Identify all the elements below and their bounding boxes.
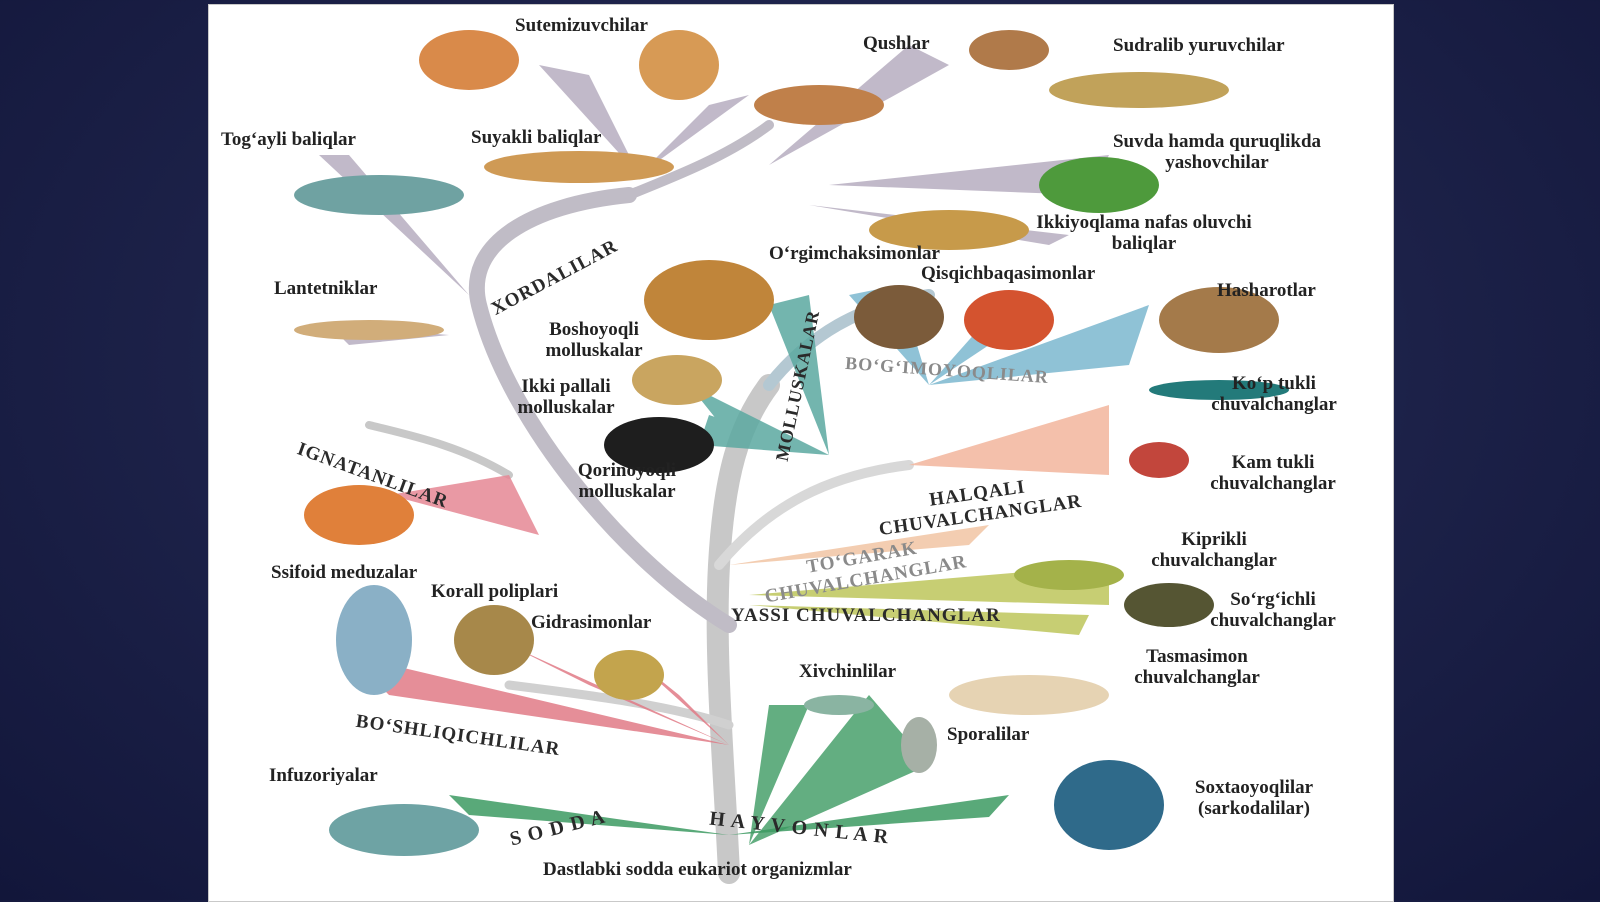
frog-image <box>1039 157 1159 213</box>
taxon-kiprikli: Kiprikli chuvalchanglar <box>1151 529 1277 571</box>
lungfish-image <box>869 210 1029 250</box>
taxon-hasharotlar: Hasharotlar <box>1217 280 1316 301</box>
taxon-qorinoyoqli: Qorinoyoqli molluskalar <box>577 460 677 502</box>
group-label-yassi: YASSI CHUVALCHANGLAR <box>731 605 1001 626</box>
clam-image <box>632 355 722 405</box>
taxon-tasmasimon: Tasmasimon chuvalchanglar <box>1134 646 1260 688</box>
sodda-fan <box>449 795 1009 835</box>
butterfly-image <box>1159 287 1279 353</box>
halqali-fan <box>909 405 1109 475</box>
ignatanlilar-fan <box>389 475 539 535</box>
crab-image <box>964 290 1054 350</box>
spider-image <box>854 285 944 349</box>
taxon-xivchinlilar: Xivchinlilar <box>799 661 897 682</box>
starfish-image <box>304 485 414 545</box>
taxon-sutemizuvchilar: Sutemizuvchilar <box>515 15 648 36</box>
snail-image <box>604 417 714 473</box>
polychaete-image <box>1149 380 1289 400</box>
taxon-ikkiyoqlama: Ikkiyoqlama nafas oluvchi baliqlar <box>1036 212 1252 254</box>
mollyuska-fan <box>689 295 829 455</box>
taxon-sudralib: Sudralib yuruvchilar <box>1113 35 1285 56</box>
xordali-fans <box>539 45 1109 245</box>
taxon-ikki-pallali: Ikki pallali molluskalar <box>517 376 615 418</box>
shark-image <box>294 175 464 215</box>
platypus-image <box>754 85 884 125</box>
taxon-ssifoid: Ssifoid meduzalar <box>271 562 418 583</box>
taxon-gidrasimonlar: Gidrasimonlar <box>531 612 652 633</box>
yassi-fan <box>749 565 1109 635</box>
togarak-fan <box>729 525 989 565</box>
hydra-image <box>594 650 664 700</box>
xordalilar-branch <box>469 187 737 633</box>
boshliqichlilar-fan <box>349 645 729 745</box>
taxon-infuzoriyalar: Infuzoriyalar <box>269 765 378 786</box>
coral-image <box>454 605 534 675</box>
jellyfish-image <box>336 585 412 695</box>
taxon-orgimchak: O‘rgimchaksimonlar <box>769 243 940 264</box>
kangaroo-image <box>639 30 719 100</box>
fluke-image <box>1124 583 1214 627</box>
earthworm-image <box>1129 442 1189 478</box>
taxon-kop-tukli: Ko‘p tukli chuvalchanglar <box>1211 373 1337 415</box>
tree-fans <box>319 45 1149 845</box>
taxon-boshoyoqli: Boshoyoqli molluskalar <box>545 319 643 361</box>
taxon-korall: Korall poliplari <box>431 581 559 602</box>
ciliate-image <box>329 804 479 856</box>
tapeworm-image <box>949 675 1109 715</box>
lizard-image <box>1049 72 1229 108</box>
taxon-qushlar: Qushlar <box>863 33 930 54</box>
organism-images <box>294 30 1289 856</box>
taxon-kam-tukli: Kam tukli chuvalchanglar <box>1210 452 1336 494</box>
squirrel-image <box>419 30 519 90</box>
sporozoan-image <box>901 717 937 773</box>
planaria-image <box>1014 560 1124 590</box>
taxon-suyakli: Suyakli baliqlar <box>471 127 602 148</box>
evolution-tree-graphic <box>294 30 1289 884</box>
flagellate-image <box>804 695 874 715</box>
taxon-togayli: Tog‘ayli baliqlar <box>221 129 356 150</box>
slide-panel: S O D D A H A Y V O N L A R BO‘SHLIQICHL… <box>208 4 1394 902</box>
octopus-image <box>644 260 774 340</box>
root-label: Dastlabki sodda eukariot organizmlar <box>543 859 852 880</box>
bony-fish-image <box>484 151 674 183</box>
bird-image <box>969 30 1049 70</box>
taxon-suvda: Suvda hamda quruqlikda yashovchilar <box>1112 131 1322 173</box>
taxon-qisqichbaqa: Qisqichbaqasimonlar <box>921 263 1096 284</box>
taxon-lantetniklar: Lantetniklar <box>274 278 378 299</box>
lancelet-image <box>294 320 444 340</box>
taxon-sporalilar: Sporalilar <box>947 724 1030 745</box>
amoeba-image <box>1054 760 1164 850</box>
taxon-sorgichli: So‘rg‘ichli chuvalchanglar <box>1210 589 1336 631</box>
taxon-soxtaoyoqlilar: Soxtaoyoqlilar (sarkodalilar) <box>1194 777 1314 819</box>
